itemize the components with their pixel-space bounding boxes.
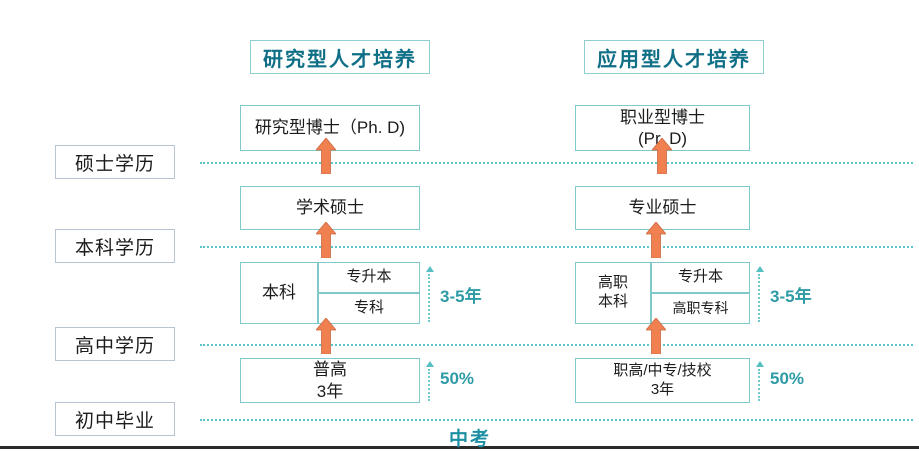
dotted-line-ratio-right (758, 369, 760, 401)
bottom-exam-label: 中考 (448, 429, 491, 450)
column-header-research: 研究型人才培养 (250, 40, 430, 74)
tier-divider-middleschool (200, 419, 913, 421)
dotted-line-ratio-left (428, 369, 430, 401)
tier-divider-master (200, 162, 913, 164)
arrow-up-to-bachelor-left (316, 318, 336, 354)
tier-label-master: 硕士学历 (55, 145, 175, 179)
annotation-years-right: 3-5年 (770, 287, 812, 306)
node-zhuanke-left: 专科 (318, 293, 420, 324)
node-master-academic: 学术硕士 (240, 186, 420, 230)
caret-ratio-left (426, 361, 434, 369)
annotation-ratio-right: 50% (770, 369, 805, 388)
node-vocational-college: 高职专科 (651, 293, 750, 324)
node-doctor-professional: 职业型博士 (Pr. D) (575, 105, 750, 151)
caret-ratio-right (756, 361, 764, 369)
tier-divider-highschool (200, 344, 913, 346)
node-master-professional: 专业硕士 (575, 186, 750, 230)
node-zhuanshengben-left: 专升本 (318, 262, 420, 293)
tier-label-middleschool: 初中毕业 (55, 402, 175, 436)
dotted-line-years-left (428, 274, 430, 322)
arrow-up-to-bachelor-right (646, 318, 666, 354)
tier-label-highschool: 高中学历 (55, 327, 175, 361)
node-zhuanshengben-right: 专升本 (651, 262, 750, 293)
tier-label-bachelor: 本科学历 (55, 229, 175, 263)
arrow-up-to-master-academic (316, 222, 336, 258)
dotted-line-years-right (758, 274, 760, 322)
tier-divider-bachelor (200, 246, 913, 248)
node-vocational-bachelor: 高职 本科 (575, 262, 651, 324)
caret-years-left (426, 266, 434, 274)
arrow-up-to-master-professional (646, 222, 666, 258)
annotation-years-left: 3-5年 (440, 287, 482, 306)
arrow-up-to-doctor-research (316, 138, 336, 174)
arrow-up-to-doctor-professional (652, 138, 672, 174)
annotation-ratio-left: 50% (440, 369, 475, 388)
column-header-applied: 应用型人才培养 (584, 40, 764, 74)
node-general-highschool: 普高 3年 (240, 358, 420, 403)
caret-years-right (756, 266, 764, 274)
node-bachelor-regular: 本科 (240, 262, 318, 324)
node-vocational-highschool: 职高/中专/技校 3年 (575, 358, 750, 403)
